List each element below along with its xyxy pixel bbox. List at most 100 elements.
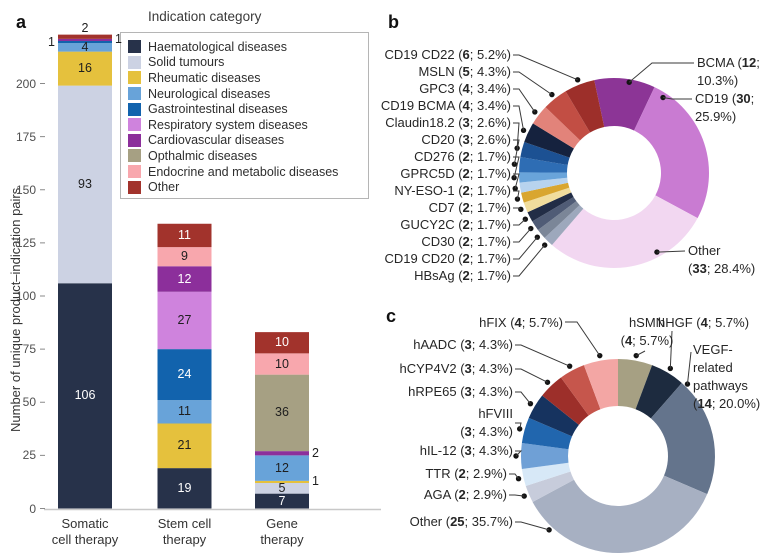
donut-slice [565, 80, 605, 133]
donut-label-pct: 1.7% [477, 234, 507, 249]
donut-slice [635, 365, 682, 419]
bar-segment [58, 34, 112, 39]
leader-dot [574, 77, 581, 83]
leader-line [515, 368, 548, 383]
donut-label-count: 2 [462, 268, 470, 283]
leader-line [513, 218, 526, 226]
legend-row: Rheumatic diseases [128, 70, 360, 86]
bar-segment [157, 423, 212, 469]
donut-label: CD276 (2; 1.7%) [414, 149, 511, 164]
donut-label-count: 3 [464, 361, 472, 376]
donut-label-pct: 3.4% [477, 81, 507, 96]
donut-label-name: NY-ESO-1 [394, 183, 455, 198]
donut-label-count: 4 [700, 315, 708, 330]
y-tick-label: 0 [29, 501, 36, 516]
donut-label-name: CD30 [421, 234, 455, 249]
donut-label-count: 25 [450, 514, 465, 529]
bar-value-outside: 2 [81, 21, 89, 36]
donut-label-count: 4 [514, 315, 522, 330]
leader-line [513, 228, 532, 243]
bar-value: 24 [177, 367, 192, 382]
donut-label-pct: 2.6% [477, 132, 507, 147]
x-category-label: Stem cell [157, 516, 212, 531]
donut-slice [594, 78, 655, 131]
legend-label: Haematological diseases [148, 39, 287, 54]
donut-label-pct: 1.7% [477, 217, 507, 232]
donut-label-count: 30 [736, 91, 751, 106]
bar-value: 19 [177, 480, 192, 495]
donut-label-count: 4 [462, 98, 470, 113]
donut-label-pct: 1.7% [477, 251, 507, 266]
donut-label-name: CD20 [421, 132, 455, 147]
bar-segment [255, 353, 309, 375]
bar-value: 10 [275, 335, 289, 350]
leader-line [515, 450, 523, 457]
donut-label-count: 3 [464, 443, 472, 458]
donut-label-count: 2 [462, 166, 470, 181]
legend-row: Solid tumours [128, 55, 360, 71]
y-tick-label: 75 [22, 342, 36, 357]
legend-swatch [128, 87, 141, 101]
bar-value: 9 [181, 249, 188, 264]
donut-label-name: Other [688, 243, 721, 258]
donut-label-pct: 2.6% [477, 115, 507, 130]
legend-label: Gastrointestinal diseases [148, 102, 288, 117]
donut-label-pct: 5.7% [715, 315, 745, 330]
legend-swatch [128, 165, 141, 179]
donut-slice [521, 442, 569, 470]
donut-label: hFVIII(3; 4.3%) [460, 406, 513, 439]
x-category-label: cell therapy [51, 532, 119, 547]
legend-label: Opthalmic diseases [148, 148, 258, 163]
donut-label-pct: 4.3% [477, 64, 507, 79]
bar-value-outside: 2 [312, 445, 319, 460]
donut-label-name: hIL-12 [419, 443, 457, 458]
donut-slice [521, 182, 570, 203]
leader-line [513, 190, 520, 200]
leader-line [669, 330, 673, 369]
donut-label: TTR (2; 2.9%) [425, 466, 507, 481]
donut-slice [519, 177, 569, 193]
leader-line [513, 139, 520, 165]
bar-segment [157, 291, 212, 350]
donut-label: CD19 CD20 (2; 1.7%) [384, 251, 512, 266]
donut-label: hHGF (4; 5.7%) [658, 315, 750, 330]
legend-swatch [128, 149, 141, 163]
x-category-label: Gene [266, 516, 298, 531]
donut-label-pct: 5.2% [477, 47, 507, 62]
leader-line [686, 351, 692, 385]
donut-label-name: hCYP4V2 [399, 361, 457, 376]
donut-label-name: BCMA [697, 55, 734, 70]
y-tick-label: 100 [15, 289, 36, 303]
donut-label-pct: 25.9% [695, 109, 732, 124]
donut-label-name: Other [409, 514, 443, 529]
leader-line [635, 350, 646, 357]
donut-label-name: CD19 [695, 91, 729, 106]
donut-slice [519, 156, 568, 173]
bar-value: 93 [78, 176, 92, 191]
donut-label: GUCY2C (2; 1.7%) [400, 217, 511, 232]
bar-value-outside: 1 [312, 474, 319, 489]
donut-label-pct: 1.7% [477, 268, 507, 283]
bar-segment [58, 283, 112, 509]
bar-value-outside: 1 [115, 32, 122, 47]
donut-label: Other(33; 28.4%) [688, 243, 756, 276]
donut-label: CD19 CD22 (6; 5.2%) [384, 47, 512, 62]
donut-label-name: TTR [425, 466, 451, 481]
donut-label: CD7 (2; 1.7%) [428, 200, 511, 215]
donut-label-pct: 28.4% [714, 261, 751, 276]
bar-segment [157, 247, 212, 267]
y-tick-label: 150 [15, 182, 36, 197]
donut-label-pct: 5.7% [639, 333, 670, 348]
donut-label-pct: 1.7% [477, 166, 507, 181]
leader-line [509, 473, 519, 479]
donut-label-name: hSMN [628, 315, 666, 330]
donut-label-name: Claudin18.2 [385, 115, 455, 130]
bar-segment [58, 85, 112, 284]
donut-label: CD30 (2; 1.7%) [421, 234, 511, 249]
leader-line [513, 105, 525, 131]
donut-slice [528, 395, 579, 437]
donut-label-pct: 20.0% [719, 396, 756, 411]
bar-value: 4 [81, 39, 89, 54]
donut-slice [545, 91, 591, 141]
leader-line [513, 207, 522, 210]
